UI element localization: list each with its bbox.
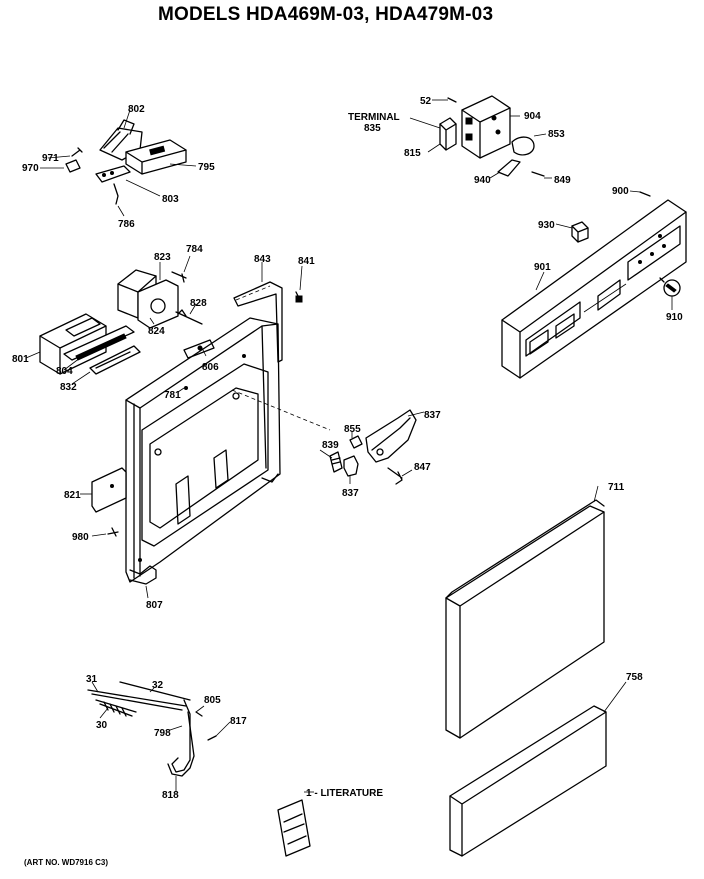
label-835: 835 — [364, 123, 381, 134]
vent-assembly — [117, 269, 203, 329]
label-832: 832 — [60, 382, 77, 393]
label-815: 815 — [404, 148, 421, 159]
label-32: 32 — [152, 680, 164, 691]
label-798: 798 — [154, 728, 171, 739]
diagram-title: MODELS HDA469M-03, HDA479M-03 — [158, 4, 494, 25]
label-817: 817 — [230, 716, 247, 727]
label-970: 970 — [22, 163, 39, 174]
label-802: 802 — [128, 104, 145, 115]
label-855: 855 — [344, 424, 361, 435]
label-904: 904 — [524, 111, 541, 122]
label-910: 910 — [666, 312, 683, 323]
label-711: 711 — [608, 482, 625, 493]
label-940: 940 — [474, 175, 491, 186]
label-843: 843 — [254, 254, 271, 265]
label-784: 784 — [186, 244, 203, 255]
label-758: 758 — [626, 672, 643, 683]
label-823: 823 — [154, 252, 171, 263]
door-gasket — [233, 281, 303, 363]
latch-assembly — [65, 119, 187, 205]
label-terminal: TERMINAL — [348, 112, 400, 123]
label-52: 52 — [420, 96, 432, 107]
part-labels: 802 971 970 795 803 786 52 TERMINAL 835 … — [12, 96, 683, 801]
label-847: 847 — [414, 462, 431, 473]
selector-knob — [571, 221, 589, 243]
label-841: 841 — [298, 256, 315, 267]
label-971: 971 — [42, 153, 59, 164]
literature-booklet — [277, 799, 311, 857]
label-literature: 1 - LITERATURE — [306, 788, 383, 799]
label-801: 801 — [12, 354, 29, 365]
label-900: 900 — [612, 186, 629, 197]
label-930: 930 — [538, 220, 555, 231]
label-849: 849 — [554, 175, 571, 186]
label-839: 839 — [322, 440, 339, 451]
control-panel — [501, 199, 687, 379]
label-786: 786 — [118, 219, 135, 230]
label-795: 795 — [198, 162, 215, 173]
inner-door-panel — [125, 317, 281, 585]
label-805: 805 — [204, 695, 221, 706]
door-latch-linkage — [329, 409, 417, 485]
label-781: 781 — [164, 390, 181, 401]
label-806: 806 — [202, 362, 219, 373]
label-824: 824 — [148, 326, 165, 337]
art-number: (ART NO. WD7916 C3) — [24, 858, 109, 867]
lower-access-panel — [449, 705, 607, 857]
label-828: 828 — [190, 298, 207, 309]
label-901: 901 — [534, 262, 551, 273]
label-807: 807 — [146, 600, 163, 611]
outer-door-panel — [445, 499, 605, 739]
label-980: 980 — [72, 532, 89, 543]
label-818: 818 — [162, 790, 179, 801]
label-821: 821 — [64, 490, 81, 501]
label-30: 30 — [96, 720, 108, 731]
label-837-bottom: 837 — [342, 488, 359, 499]
label-31: 31 — [86, 674, 98, 685]
label-804: 804 — [56, 366, 73, 377]
control-knob — [659, 277, 681, 297]
detergent-dispenser — [39, 313, 141, 375]
label-837-top: 837 — [424, 410, 441, 421]
hinge-spring-assembly — [87, 681, 217, 777]
control-switch-assembly — [439, 95, 545, 177]
label-853: 853 — [548, 129, 565, 140]
label-803: 803 — [162, 194, 179, 205]
hinge-bracket — [91, 467, 127, 513]
